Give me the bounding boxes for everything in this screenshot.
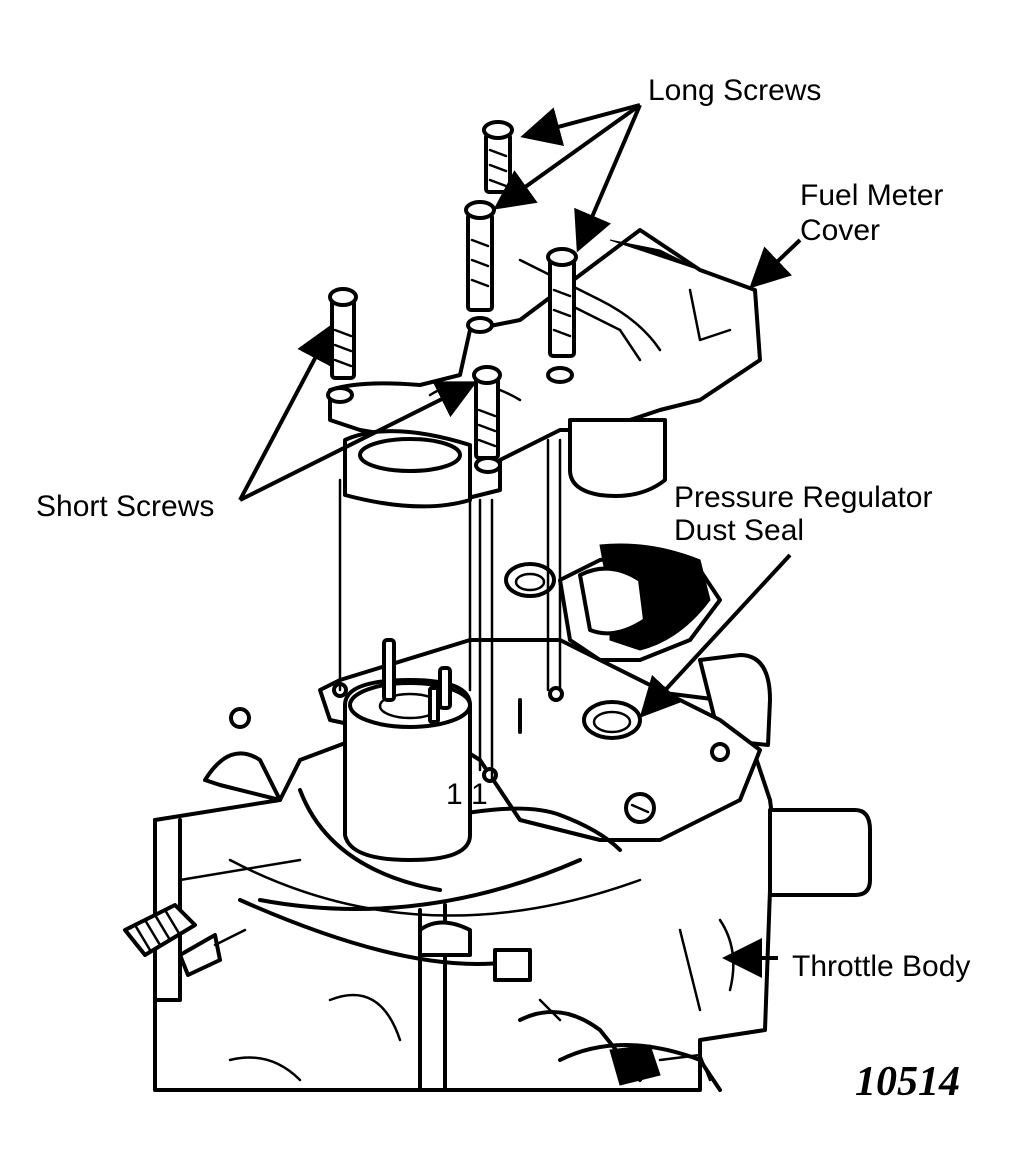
alignment-lines [338,438,562,782]
long-screw-1 [482,120,514,194]
injector-mark: 1 1 [446,778,488,811]
label-fuel-meter-cover-line1: Fuel Meter [800,179,943,212]
label-pressure-regulator-line1: Pressure Regulator [674,481,932,514]
label-long-screws: Long Screws [648,74,821,107]
figure-number: 10514 [855,1059,960,1105]
long-screw-2 [464,200,496,312]
leader-lines [238,103,802,978]
fuel-meter-cover-illustration [326,228,762,509]
short-screw-2 [472,365,502,460]
long-screw-3 [546,247,578,358]
label-short-screws: Short Screws [36,490,214,523]
label-pressure-regulator-line2: Dust Seal [674,514,804,547]
label-fuel-meter-cover-line2: Cover [800,214,880,247]
short-screw-1 [328,287,358,380]
label-throttle-body: Throttle Body [792,950,970,983]
